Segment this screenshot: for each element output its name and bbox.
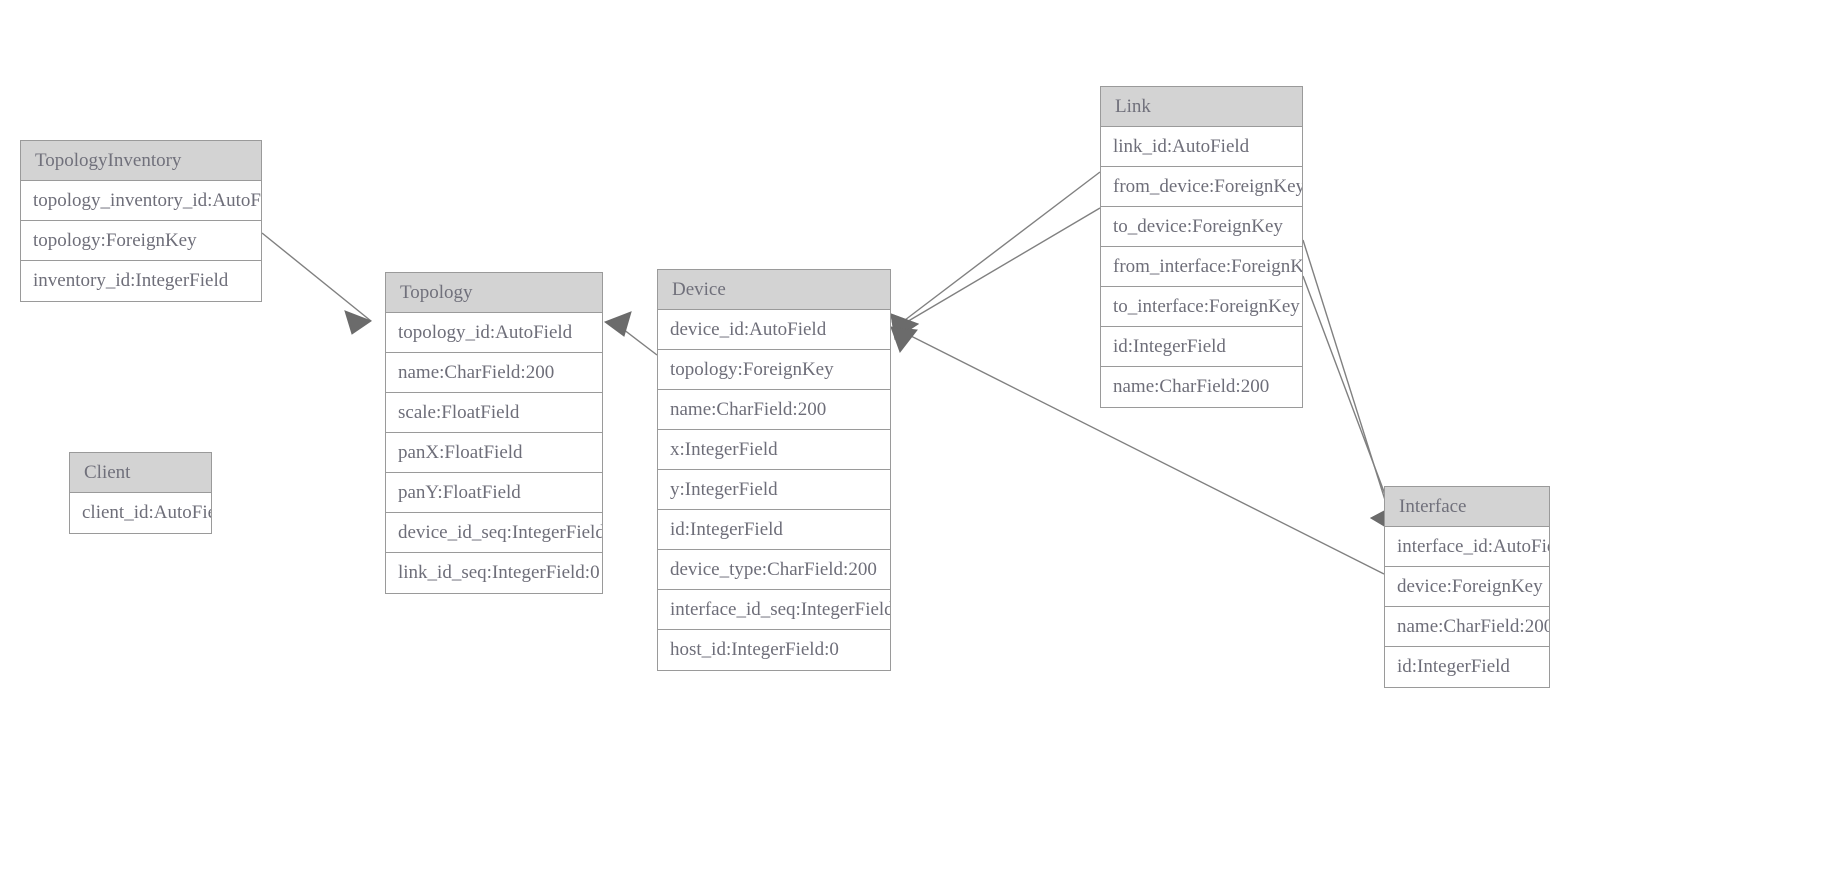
relation-line: [1302, 239, 1392, 520]
relation-topologyinventory-topology: [261, 232, 373, 335]
arrowhead-icon: [890, 326, 918, 354]
entity-field-row: device_id_seq:IntegerField:0: [386, 513, 602, 553]
entity-field-row: interface_id_seq:IntegerField:0: [658, 590, 890, 630]
arrowhead-icon: [344, 310, 373, 335]
relation-line: [261, 232, 372, 322]
entity-field-row: device_id:AutoField: [658, 310, 890, 350]
entity-field-row: device:ForeignKey: [1385, 567, 1549, 607]
entity-field-row: client_id:AutoField: [70, 493, 211, 533]
entity-field-row: scale:FloatField: [386, 393, 602, 433]
entity-title-client: Client: [70, 453, 211, 493]
entity-field-row: to_interface:ForeignKey: [1101, 287, 1302, 327]
entity-title-device: Device: [658, 270, 890, 310]
entity-field-row: id:IntegerField: [1385, 647, 1549, 687]
entity-title-topology: Topology: [386, 273, 602, 313]
entity-field-row: host_id:IntegerField:0: [658, 630, 890, 670]
entity-field-row: inventory_id:IntegerField: [21, 261, 261, 301]
entity-field-row: device_type:CharField:200: [658, 550, 890, 590]
relation-link-from-interface: [1302, 239, 1397, 535]
entity-field-row: from_interface:ForeignKey: [1101, 247, 1302, 287]
entity-field-row: link_id:AutoField: [1101, 127, 1302, 167]
relation-link-to-device: [890, 207, 1101, 340]
entity-field-row: panX:FloatField: [386, 433, 602, 473]
entity-title-link: Link: [1101, 87, 1302, 127]
entity-field-row: name:CharField:200: [658, 390, 890, 430]
entity-title-interface: Interface: [1385, 487, 1549, 527]
entity-field-row: panY:FloatField: [386, 473, 602, 513]
entity-field-row: id:IntegerField: [658, 510, 890, 550]
relation-link-from-device: [890, 171, 1101, 340]
entity-field-row: link_id_seq:IntegerField:0: [386, 553, 602, 593]
entity-field-row: topology_id:AutoField: [386, 313, 602, 353]
entity-field-row: y:IntegerField: [658, 470, 890, 510]
relation-line: [1302, 275, 1396, 522]
entity-field-row: x:IntegerField: [658, 430, 890, 470]
entity-field-row: id:IntegerField: [1101, 327, 1302, 367]
relation-link-to-interface: [1302, 275, 1397, 535]
relation-device-topology: [603, 311, 658, 356]
entity-field-row: topology:ForeignKey: [658, 350, 890, 390]
arrowhead-icon: [603, 311, 632, 337]
arrowhead-icon: [890, 313, 920, 340]
entity-field-row: from_device:ForeignKey: [1101, 167, 1302, 207]
entity-title-topology_inventory: TopologyInventory: [21, 141, 261, 181]
entity-field-row: topology_inventory_id:AutoField: [21, 181, 261, 221]
entity-field-row: to_device:ForeignKey: [1101, 207, 1302, 247]
relation-line: [904, 207, 1101, 324]
relation-line: [904, 171, 1101, 321]
relation-line: [618, 325, 658, 356]
entity-field-row: interface_id:AutoField: [1385, 527, 1549, 567]
entity-field-row: name:CharField:200: [386, 353, 602, 393]
entity-field-row: name:CharField:200: [1101, 367, 1302, 407]
arrowhead-icon: [890, 313, 920, 340]
entity-field-row: topology:ForeignKey: [21, 221, 261, 261]
entity-box-interface[interactable]: Interfaceinterface_id:AutoFielddevice:Fo…: [1384, 486, 1550, 688]
entity-field-row: name:CharField:200: [1385, 607, 1549, 647]
